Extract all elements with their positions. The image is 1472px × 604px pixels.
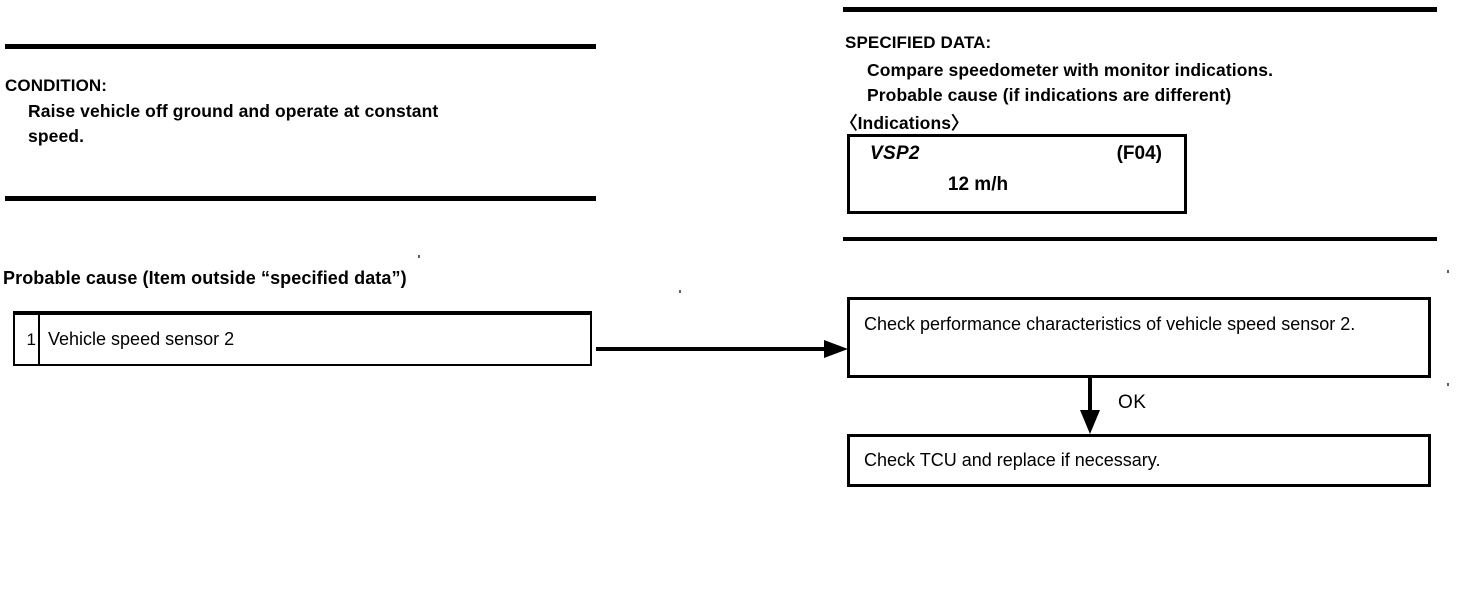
table-row-index: 1	[15, 315, 40, 364]
monitor-signal-code: (F04)	[1116, 143, 1162, 164]
arrow-shaft	[1088, 378, 1092, 418]
monitor-value: 12 m/h	[947, 174, 1009, 195]
right-mid-rule	[843, 237, 1437, 241]
flow-arrow-vertical	[1080, 378, 1102, 435]
condition-heading: CONDITION:	[5, 76, 108, 95]
indications-label: 〈Indications〉	[840, 113, 969, 133]
arrow-shaft	[596, 347, 828, 351]
specified-data-heading: SPECIFIED DATA:	[845, 33, 992, 52]
probable-cause-table: 1 Vehicle speed sensor 2	[13, 311, 592, 366]
monitor-top-row: VSP2 (F04)	[850, 143, 1184, 169]
monitor-signal-name: VSP2	[870, 143, 920, 164]
condition-line-1: Raise vehicle off ground and operate at …	[28, 101, 439, 121]
flow-box-check-tcu-text: Check TCU and replace if necessary.	[864, 450, 1161, 471]
monitor-display-box: VSP2 (F04) 12 m/h	[847, 134, 1187, 214]
probable-cause-heading: Probable cause (Item outside “specified …	[3, 268, 407, 288]
specified-data-line-1: Compare speedometer with monitor indicat…	[867, 60, 1274, 80]
flow-box-check-sensor-text: Check performance characteristics of veh…	[864, 314, 1356, 334]
right-top-rule	[843, 7, 1437, 12]
specified-data-line-2: Probable cause (if indications are diffe…	[867, 85, 1232, 105]
table-row-text: Vehicle speed sensor 2	[48, 329, 235, 349]
right-column: SPECIFIED DATA: Compare speedometer with…	[840, 0, 1472, 604]
flow-box-check-tcu: Check TCU and replace if necessary.	[847, 434, 1431, 487]
condition-line-2: speed.	[28, 126, 85, 146]
scan-speckle	[1447, 270, 1449, 273]
left-top-rule	[5, 44, 596, 49]
flow-arrow-label-ok: OK	[1118, 392, 1147, 413]
scan-speckle	[1447, 383, 1449, 386]
flow-box-check-sensor: Check performance characteristics of veh…	[847, 297, 1431, 378]
flow-arrow-horizontal	[596, 340, 848, 358]
scan-speckle	[418, 255, 420, 258]
left-column: CONDITION: Raise vehicle off ground and …	[0, 0, 681, 604]
arrow-head-icon	[1080, 410, 1100, 434]
left-bottom-rule	[5, 196, 596, 201]
arrow-head-icon	[824, 340, 848, 358]
scan-speckle	[679, 290, 681, 293]
